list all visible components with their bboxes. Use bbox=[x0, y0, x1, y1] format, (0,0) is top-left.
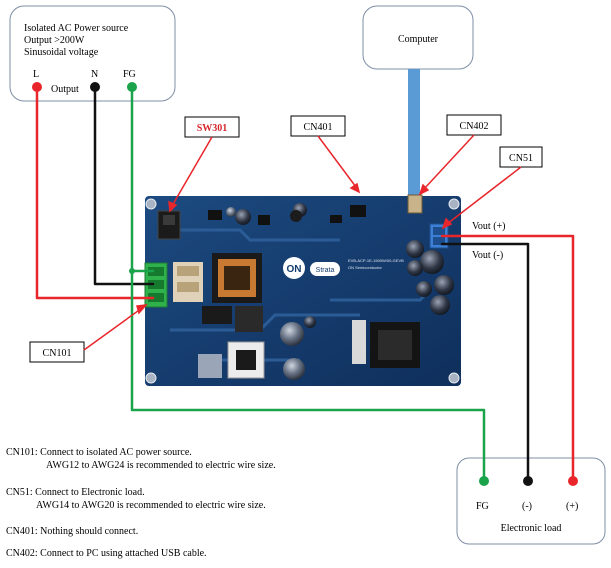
note-cn101-detail: AWG12 to AWG24 is recommended to electri… bbox=[46, 460, 276, 471]
load-terminal-pos-dot bbox=[568, 476, 578, 486]
note-cn51: CN51: Connect to Electronic load. AWG14 … bbox=[6, 486, 266, 512]
load-terminal-fg-dot bbox=[479, 476, 489, 486]
ac-terminal-n: N bbox=[91, 69, 98, 80]
wire-vout-neg bbox=[440, 242, 530, 482]
label-cn51: CN51 bbox=[499, 146, 543, 168]
wire-ground-load bbox=[130, 269, 486, 482]
ac-terminal-l-dot bbox=[32, 82, 42, 92]
load-terminal-neg-dot bbox=[523, 476, 533, 486]
computer-box: Computer bbox=[362, 5, 474, 70]
board-silk-line2: ON Semiconductor bbox=[348, 265, 382, 270]
note-cn401-head: CN401: Nothing should connect. bbox=[6, 526, 139, 537]
ac-terminal-l: L bbox=[33, 69, 39, 80]
usb-cable bbox=[408, 69, 420, 195]
label-cn101: CN101 bbox=[29, 341, 85, 363]
label-sw301: SW301 bbox=[184, 116, 240, 138]
ac-power-source: Isolated AC Power source Output >200W Si… bbox=[9, 5, 176, 102]
wire-line bbox=[35, 85, 155, 300]
ac-terminal-fg-dot bbox=[127, 82, 137, 92]
load-terminal-fg: FG bbox=[476, 501, 489, 512]
note-cn101-head: CN101: Connect to isolated AC power sour… bbox=[6, 447, 192, 458]
load-terminal-pos: (+) bbox=[566, 501, 578, 512]
svg-text:CN101: CN101 bbox=[43, 348, 72, 359]
strata-text: Strata bbox=[316, 267, 335, 274]
label-cn401: CN401 bbox=[290, 115, 346, 137]
label-cn402: CN402 bbox=[446, 114, 502, 136]
on-logo-text: ON bbox=[287, 264, 302, 275]
svg-text:CN402: CN402 bbox=[460, 121, 489, 132]
ac-terminal-fg: FG bbox=[123, 69, 136, 80]
on-logo bbox=[283, 257, 305, 279]
note-cn402-head: CN402: Connect to PC using attached USB … bbox=[6, 548, 207, 559]
svg-text:SW301: SW301 bbox=[197, 123, 228, 134]
label-vout-pos: Vout (+) bbox=[472, 221, 506, 232]
board-silk-line1: EVB-ACP-1E-1500W/00-GEVB bbox=[348, 258, 404, 263]
pcb-board: ON Strata EVB-ACP-1E-1500W/00-GEVB ON Se… bbox=[144, 194, 461, 386]
svg-text:CN401: CN401 bbox=[304, 122, 333, 133]
load-terminal-neg: (-) bbox=[522, 501, 532, 512]
load-title: Electronic load bbox=[501, 523, 562, 534]
note-cn51-detail: AWG14 to AWG20 is recommended to electri… bbox=[36, 500, 266, 511]
ac-terminal-n-dot bbox=[90, 82, 100, 92]
ac-source-line3: Sinusoidal voltage bbox=[24, 47, 99, 58]
ac-source-line1: Isolated AC Power source bbox=[24, 23, 129, 34]
label-vout-neg: Vout (-) bbox=[472, 250, 503, 261]
note-cn51-head: CN51: Connect to Electronic load. bbox=[6, 487, 145, 498]
wire-neutral bbox=[93, 85, 155, 286]
svg-text:CN51: CN51 bbox=[509, 153, 533, 164]
ac-source-line2: Output >200W bbox=[24, 35, 85, 46]
note-cn401: CN401: Nothing should connect. bbox=[6, 525, 138, 538]
computer-label: Computer bbox=[398, 34, 439, 45]
note-cn101: CN101: Connect to isolated AC power sour… bbox=[6, 446, 276, 472]
note-cn402: CN402: Connect to PC using attached USB … bbox=[6, 547, 207, 560]
electronic-load: FG (-) (+) Electronic load bbox=[456, 457, 606, 545]
wire-vout-pos bbox=[440, 234, 575, 482]
ac-output-label: Output bbox=[51, 84, 79, 95]
leader-arrows bbox=[83, 134, 522, 351]
